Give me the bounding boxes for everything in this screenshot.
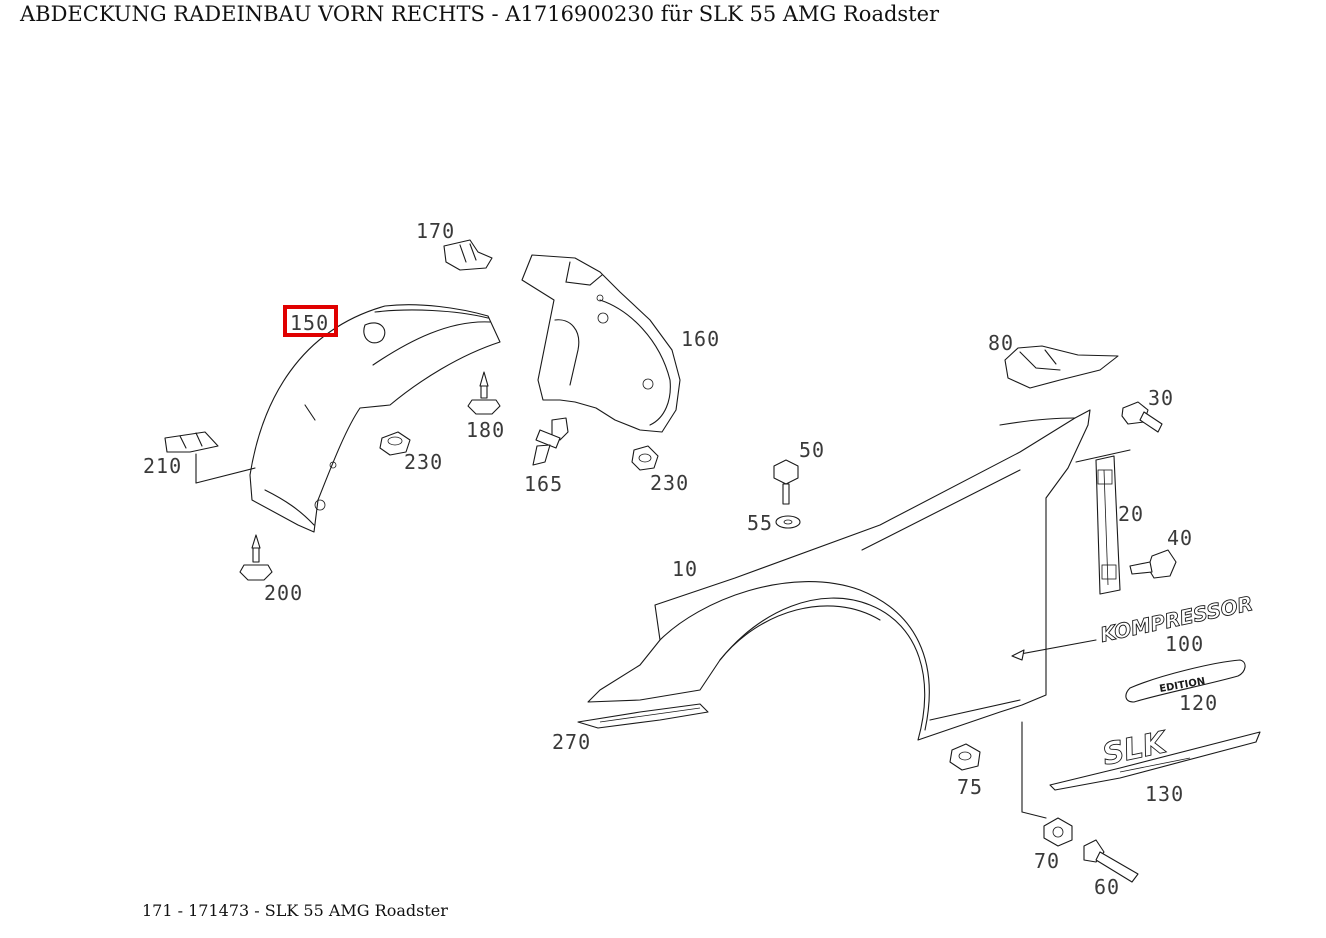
wheel-arch-liner-160[interactable] [521,254,681,433]
screw-180[interactable] [467,371,501,415]
part-number-130[interactable]: 130 [1145,782,1184,806]
part-number-165[interactable]: 165 [524,472,563,496]
page-title: ABDECKUNG RADEINBAU VORN RECHTS - A17169… [20,2,940,26]
bolt-60[interactable] [1083,839,1139,883]
leader-line-210 [195,467,256,484]
part-number-120[interactable]: 120 [1179,691,1218,715]
part-number-150[interactable]: 150 [290,311,329,335]
part-number-80[interactable]: 80 [988,331,1014,355]
selected-part-highlight [283,305,338,337]
washer-55[interactable] [775,515,801,529]
leader-line-20 [1075,449,1131,463]
screw-50[interactable] [773,459,799,505]
part-number-170[interactable]: 170 [416,219,455,243]
bracket-80[interactable] [1004,345,1119,389]
part-number-230-left[interactable]: 230 [404,450,443,474]
part-number-30[interactable]: 30 [1148,386,1174,410]
part-number-50[interactable]: 50 [799,438,825,462]
screw-30[interactable] [1121,401,1163,433]
part-number-55[interactable]: 55 [747,511,773,535]
part-number-180[interactable]: 180 [466,418,505,442]
nut-230-left[interactable] [379,431,411,456]
nut-70[interactable] [1043,817,1073,847]
part-number-230-right[interactable]: 230 [650,471,689,495]
part-number-20[interactable]: 20 [1118,502,1144,526]
emblem-kompressor-100[interactable]: KOMPRESSOR [1011,591,1255,661]
part-number-160[interactable]: 160 [681,327,720,351]
part-number-100[interactable]: 100 [1165,632,1204,656]
rivet-165[interactable] [532,417,569,466]
front-fender-10[interactable] [587,409,1091,741]
seal-strip-270[interactable] [577,703,709,729]
wheel-arch-liner-150[interactable] [249,304,501,533]
nut-230-right[interactable] [631,445,659,471]
clip-170[interactable] [443,239,493,271]
emblem-slk-130[interactable]: SLK [1049,724,1261,791]
bracket-20[interactable] [1095,455,1121,595]
part-number-40[interactable]: 40 [1167,526,1193,550]
part-number-60[interactable]: 60 [1094,875,1120,899]
part-number-200[interactable]: 200 [264,581,303,605]
nut-75[interactable] [949,743,981,771]
part-number-75[interactable]: 75 [957,775,983,799]
leader-line-70 [1021,721,1047,819]
clip-210[interactable] [164,431,219,453]
part-number-270[interactable]: 270 [552,730,591,754]
part-number-10[interactable]: 10 [672,557,698,581]
screw-40[interactable] [1129,549,1177,579]
screw-200[interactable] [239,534,273,581]
part-number-210[interactable]: 210 [143,454,182,478]
part-number-70[interactable]: 70 [1034,849,1060,873]
footer-model-info: 171 - 171473 - SLK 55 AMG Roadster [142,901,448,920]
